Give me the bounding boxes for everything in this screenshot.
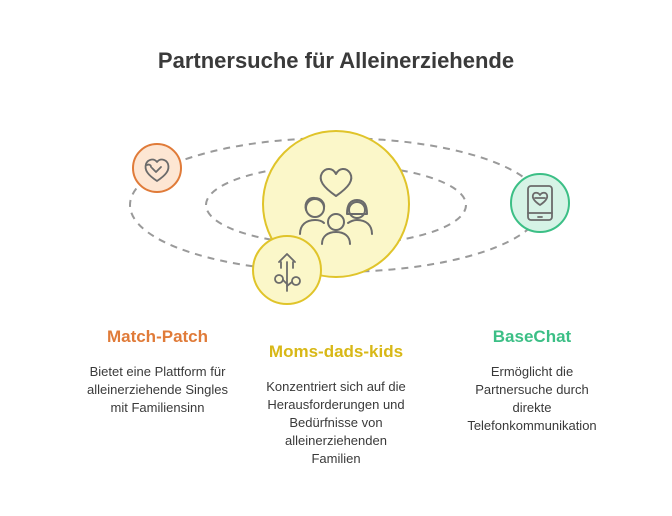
diagram-title: Partnersuche für Alleinerziehende	[157, 48, 515, 73]
basechat-description: Ermöglicht die Partnersuche durch direkt…	[467, 364, 597, 433]
match-patch-column: Match-Patch Bietet eine Plattform für al…	[55, 326, 260, 417]
basechat-node	[510, 173, 570, 233]
seedling-house-icon	[274, 253, 301, 292]
match-patch-title: Match-Patch	[106, 327, 209, 346]
family-heart-icon	[299, 168, 373, 245]
moms-dads-kids-node	[252, 235, 322, 305]
match-patch-description: Bietet eine Plattform für alleinerziehen…	[87, 364, 228, 415]
inner-orbit	[205, 164, 467, 246]
moms-dads-kids-title: Moms-dads-kids	[268, 342, 404, 361]
moms-dads-kids-column: Moms-dads-kids Konzentriert sich auf die…	[236, 341, 436, 468]
match-patch-node	[132, 143, 182, 193]
phone-heart-icon	[527, 185, 553, 221]
moms-dads-kids-description: Konzentriert sich auf die Herausforderun…	[266, 379, 406, 466]
basechat-title: BaseChat	[492, 327, 572, 346]
basechat-column: BaseChat Ermöglicht die Partnersuche dur…	[432, 326, 632, 435]
heart-puzzle-icon	[144, 158, 170, 182]
